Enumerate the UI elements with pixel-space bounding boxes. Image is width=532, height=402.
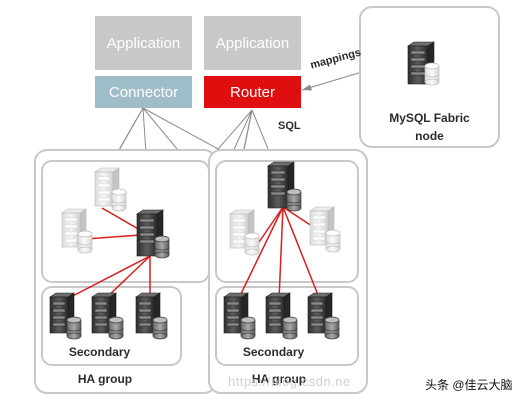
group2-secondary-database-icon-1 xyxy=(240,316,256,340)
watermark-text: https://blog.csdn.ne xyxy=(228,374,351,389)
application-label-2: Application xyxy=(215,34,290,52)
replication-links-group-1 xyxy=(64,207,151,301)
group1-master-database-icon xyxy=(154,235,170,259)
router-box: Router xyxy=(204,76,301,108)
group1-master-server-icon xyxy=(136,209,164,257)
application-box-1: Application xyxy=(95,16,192,70)
group1-spare-server-icon-left xyxy=(61,208,87,248)
fabric-database-icon xyxy=(424,62,440,86)
fabric-label-line2: node xyxy=(415,129,444,143)
replication-links-group-2 xyxy=(237,206,321,301)
group2-secondary-database-icon-3 xyxy=(324,316,340,340)
group2-secondary-database-icon-2 xyxy=(282,316,298,340)
fabric-label-line1: MySQL Fabric xyxy=(389,111,470,125)
group2-spare-database-icon-right xyxy=(325,229,341,253)
mappings-arrow xyxy=(301,71,363,91)
secondary-label-1: Secondary xyxy=(68,345,131,359)
application-box-2: Application xyxy=(204,16,301,70)
credit-text: 头条 @佳云大脑 xyxy=(425,378,513,392)
connector-label: Connector xyxy=(108,83,179,101)
group1-secondary-database-icon-3 xyxy=(152,316,168,340)
group2-master-database-icon xyxy=(286,188,302,212)
router-label: Router xyxy=(229,83,276,101)
group2-spare-database-icon-left xyxy=(244,232,260,256)
group1-spare-database-icon-top xyxy=(111,188,127,212)
secondary-label-2: Secondary xyxy=(242,345,305,359)
group1-secondary-server-icon-1 xyxy=(49,292,75,334)
group1-spare-database-icon-left xyxy=(77,230,93,254)
ha-group-label-1: HA group xyxy=(77,372,133,386)
group1-secondary-database-icon-1 xyxy=(66,316,82,340)
application-label-1: Application xyxy=(106,34,181,52)
group1-secondary-database-icon-2 xyxy=(108,316,124,340)
group2-secondary-server-icon-3 xyxy=(307,292,333,334)
link-connector-left-ha xyxy=(117,107,144,153)
sql-label: SQL xyxy=(278,120,301,132)
server-icons xyxy=(49,41,440,340)
ha-group-label-2: HA group xyxy=(251,372,307,386)
group1-secondary-server-icon-3 xyxy=(135,292,161,334)
connector-box: Connector xyxy=(95,76,192,108)
